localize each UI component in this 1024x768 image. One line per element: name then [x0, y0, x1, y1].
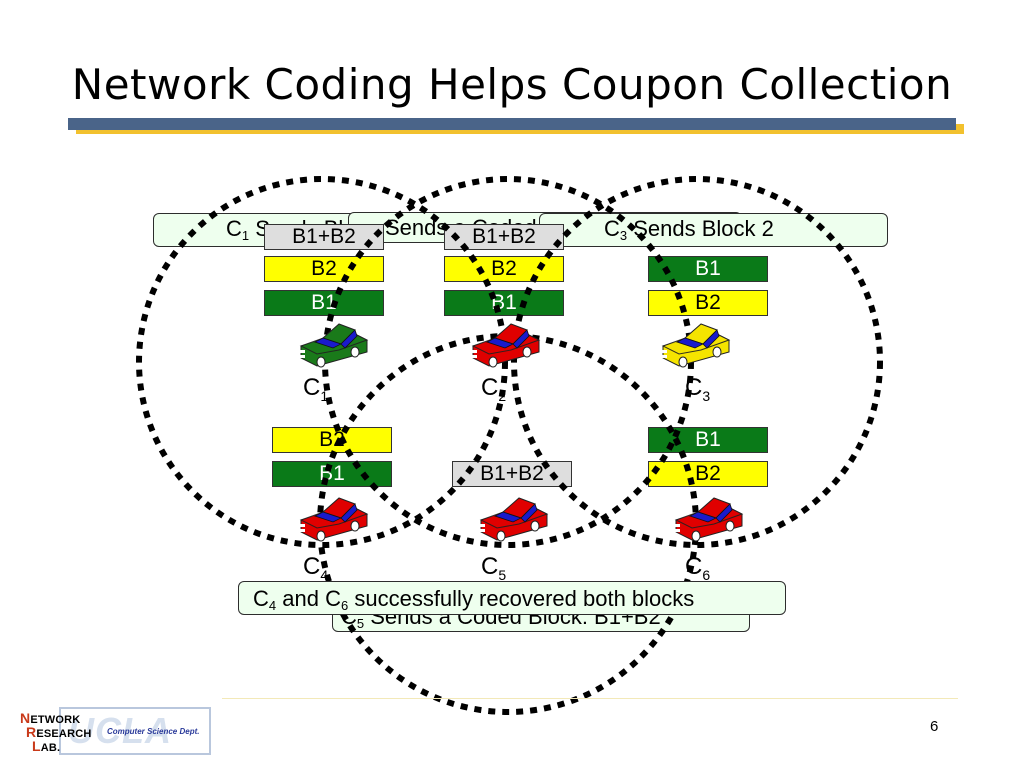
transmission-range-c3 — [511, 176, 883, 548]
node-label-c3: C3 — [685, 374, 711, 404]
node-label-c1: C1 — [303, 374, 329, 404]
block-c6-b2: B2 — [648, 461, 768, 487]
network-research-lab-logo: UCLA NETWORK RESEARCH LAB. Computer Scie… — [8, 706, 223, 758]
logo-ucla-watermark: UCLA — [68, 710, 172, 751]
logo-frame — [59, 707, 211, 755]
logo-line-network: NETWORK — [20, 710, 81, 726]
node-label-c5: C5 — [481, 553, 507, 583]
car-c5-icon — [479, 497, 549, 542]
logo-line-lab: LAB. — [32, 738, 61, 754]
callout-c3-text: Sends Block 2 — [633, 216, 774, 241]
callout-c3-sends-block2: C3 Sends Block 2 — [539, 213, 888, 247]
node-label-c6: C6 — [685, 553, 711, 583]
page-number: 6 — [930, 718, 939, 735]
footer-divider — [222, 698, 958, 699]
block-c2-b1: B1 — [444, 290, 564, 316]
block-c3-b2: B2 — [648, 290, 768, 316]
car-c4-icon — [299, 497, 369, 542]
title-underline-blue — [68, 118, 956, 130]
slide-title: Network Coding Helps Coupon Collection — [71, 60, 953, 109]
car-layer — [299, 323, 744, 542]
callout-c3-node: C3 — [604, 216, 628, 243]
car-c6-icon — [674, 497, 744, 542]
block-c1-coded: B1+B2 — [264, 224, 384, 250]
logo-line-research: RESEARCH — [26, 724, 92, 740]
transmission-range-c2 — [322, 176, 694, 548]
callout-recovered-text: successfully recovered both blocks — [354, 586, 695, 611]
node-label-c2: C2 — [481, 374, 507, 404]
car-c3-icon — [661, 323, 731, 368]
node-label-c4: C4 — [303, 553, 329, 583]
block-c1-b1: B1 — [264, 290, 384, 316]
callout-c1-node: C1 — [226, 216, 250, 243]
callout-recovered: C4 and C6 successfully recovered both bl… — [238, 581, 786, 615]
block-c2-b2: B2 — [444, 256, 564, 282]
block-c6-b1: B1 — [648, 427, 768, 453]
block-c1-b2: B2 — [264, 256, 384, 282]
car-c2-icon — [471, 323, 541, 368]
car-c1-icon — [299, 323, 369, 368]
logo-dept: Computer Science Dept. — [107, 727, 200, 736]
